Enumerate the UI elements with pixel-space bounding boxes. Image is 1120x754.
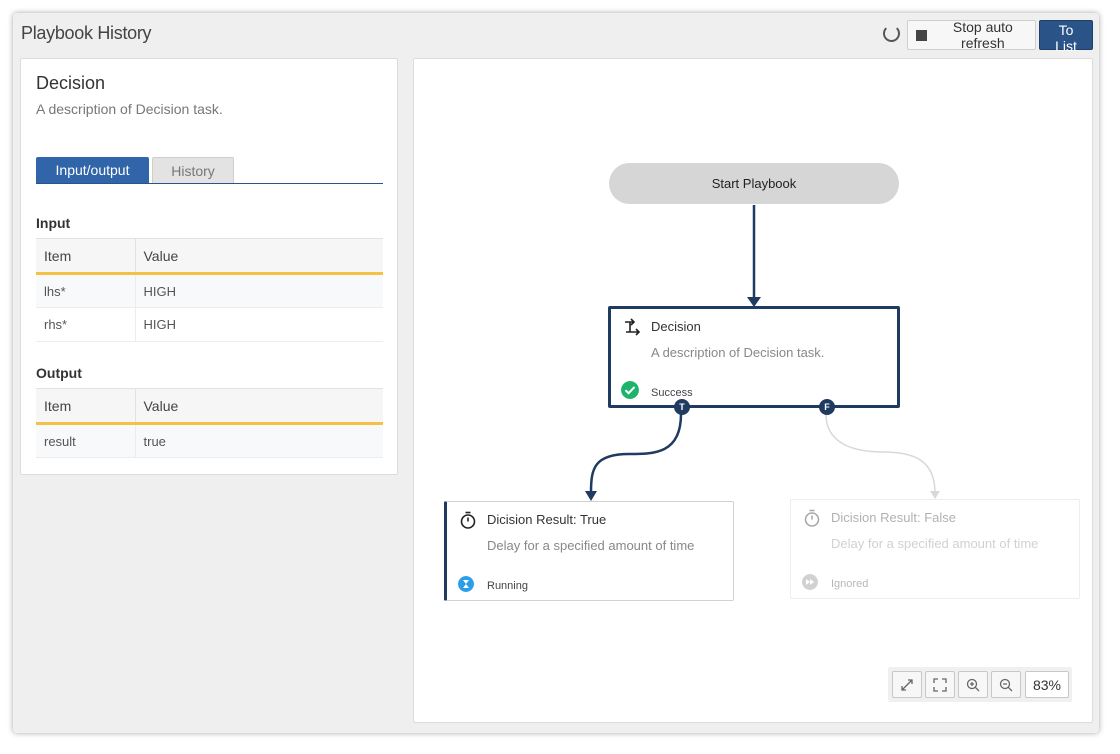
skip-ignored-icon bbox=[802, 574, 818, 590]
edge-arrowhead-icon bbox=[585, 491, 597, 501]
false-node-title: Dicision Result: False bbox=[831, 510, 956, 525]
input-col-value: Value bbox=[135, 238, 383, 275]
zoom-in-icon bbox=[966, 678, 980, 691]
table-row: result true bbox=[36, 423, 383, 458]
false-node-description: Delay for a specified amount of time bbox=[831, 536, 1039, 551]
decision-node-status: Success bbox=[651, 387, 693, 399]
stopwatch-icon bbox=[460, 511, 476, 529]
output-col-value: Value bbox=[135, 388, 383, 425]
output-section-label: Output bbox=[36, 365, 82, 381]
decision-node-description: A description of Decision task. bbox=[651, 345, 825, 360]
detail-tabs: Input/output History bbox=[36, 157, 383, 184]
true-node-description: Delay for a specified amount of time bbox=[487, 538, 695, 553]
table-row: lhs* HIGH bbox=[36, 273, 383, 308]
start-playbook-node[interactable]: Start Playbook bbox=[609, 163, 899, 204]
true-node-title: Dicision Result: True bbox=[487, 512, 607, 527]
decision-node-title: Decision bbox=[651, 319, 701, 334]
input-value-cell: HIGH bbox=[135, 273, 383, 308]
output-value-cell: true bbox=[135, 423, 383, 458]
input-section-label: Input bbox=[36, 215, 71, 231]
zoom-in-button[interactable] bbox=[958, 671, 988, 698]
true-branch-edge bbox=[589, 413, 683, 493]
to-list-button[interactable]: To List bbox=[1039, 20, 1093, 54]
task-title: Decision bbox=[36, 73, 106, 93]
hourglass-running-icon bbox=[458, 576, 474, 592]
fullscreen-icon bbox=[933, 677, 947, 692]
true-node-status: Running bbox=[487, 580, 528, 592]
zoom-level: 83% bbox=[1025, 671, 1069, 698]
output-item-cell: result bbox=[36, 423, 136, 458]
tab-history[interactable]: History bbox=[152, 157, 234, 183]
output-col-item: Item bbox=[36, 388, 136, 425]
zoom-out-button[interactable] bbox=[991, 671, 1021, 698]
true-port[interactable]: T bbox=[674, 399, 690, 415]
decision-result-true-node[interactable]: Dicision Result: True Delay for a specif… bbox=[444, 501, 734, 601]
expand-arrows-icon bbox=[901, 678, 913, 691]
decision-branch-icon bbox=[625, 318, 641, 336]
page-title: Playbook History bbox=[21, 23, 152, 43]
input-col-item: Item bbox=[36, 238, 136, 275]
false-node-status: Ignored bbox=[831, 578, 869, 590]
decision-result-false-node[interactable]: Dicision Result: False Delay for a speci… bbox=[790, 499, 1080, 599]
edge-arrowhead-icon bbox=[930, 491, 940, 499]
flow-edges bbox=[585, 205, 940, 501]
stop-square-icon bbox=[916, 29, 927, 41]
input-value-cell: HIGH bbox=[135, 307, 383, 342]
edge-arrowhead-icon bbox=[747, 297, 761, 307]
expand-button[interactable] bbox=[892, 671, 922, 698]
false-branch-edge bbox=[825, 413, 936, 492]
fit-screen-button[interactable] bbox=[925, 671, 955, 698]
output-table-header: Item Value bbox=[36, 388, 383, 425]
table-row: rhs* HIGH bbox=[36, 307, 383, 342]
playbook-history-window: Playbook History Stop auto refresh To Li… bbox=[13, 13, 1099, 733]
refresh-spinner-icon bbox=[883, 25, 900, 42]
stopwatch-icon bbox=[804, 509, 820, 527]
false-port[interactable]: F bbox=[819, 399, 835, 415]
input-table-header: Item Value bbox=[36, 238, 383, 275]
input-item-cell: rhs* bbox=[36, 307, 136, 342]
task-description: A description of Decision task. bbox=[36, 101, 223, 117]
success-check-icon bbox=[621, 381, 639, 399]
zoom-toolbar: 83% bbox=[888, 667, 1072, 702]
input-item-cell: lhs* bbox=[36, 273, 136, 308]
output-table: Item Value result true bbox=[36, 388, 383, 458]
flow-canvas[interactable]: Start Playbook Decision A description of… bbox=[413, 58, 1093, 723]
stop-auto-refresh-label: Stop auto refresh bbox=[952, 19, 1013, 51]
stop-auto-refresh-button[interactable]: Stop auto refresh bbox=[907, 19, 1036, 51]
tab-input-output[interactable]: Input/output bbox=[36, 157, 149, 183]
task-detail-panel: Decision A description of Decision task.… bbox=[20, 58, 398, 475]
decision-node[interactable]: Decision A description of Decision task.… bbox=[608, 306, 900, 415]
input-table: Item Value lhs* HIGH rhs* HIGH bbox=[36, 238, 383, 342]
zoom-out-icon bbox=[999, 678, 1013, 691]
